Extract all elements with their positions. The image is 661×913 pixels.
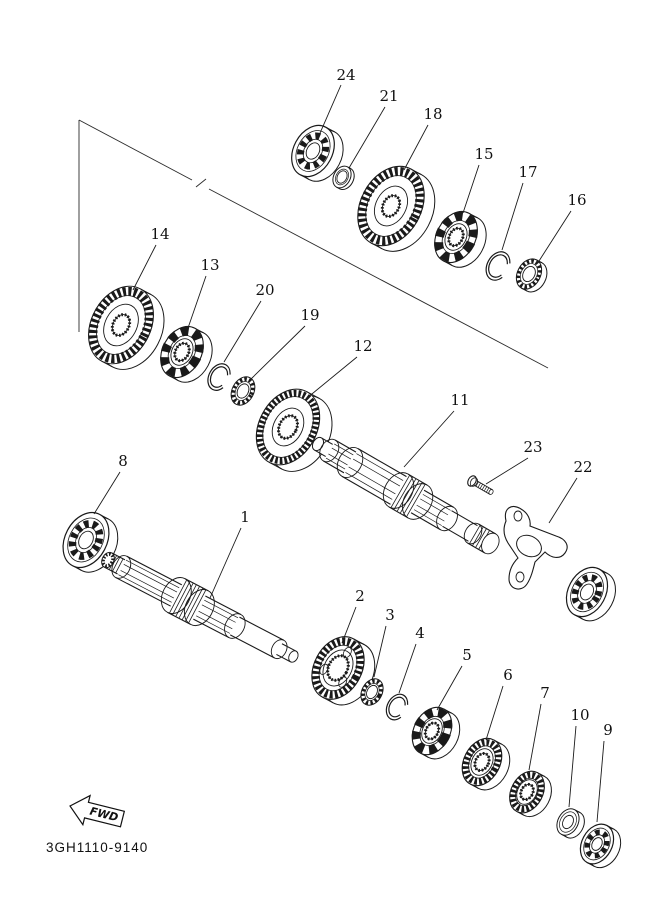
callout-leader-1 [209,527,242,599]
callout-leader-19 [250,325,306,380]
callout-leader-17 [501,182,524,251]
part-11-drive-axle [311,436,500,555]
callout-label-17: 17 [518,163,537,181]
callout-leader-20 [223,300,262,363]
frame-break-dash [195,178,207,188]
part-17-circlip [485,251,511,281]
callout-leader-21 [348,106,386,169]
part-24-bearing [291,124,344,182]
part-9-bearing [579,823,622,869]
part-23-bolt [467,475,494,495]
callout-label-21: 21 [379,87,398,105]
callout-label-8: 8 [118,452,128,470]
part-20-circlip [207,363,231,391]
part-13-dog-gear [160,325,213,383]
callout-label-22: 22 [573,458,592,476]
part-5-dog-gear [411,706,461,760]
callout-label-13: 13 [200,256,219,274]
part-14-gear [88,285,165,370]
callout-leader-16 [538,210,572,262]
callout-leader-6 [485,685,504,741]
callout-label-20: 20 [255,281,274,299]
callout-leader-13 [187,275,207,329]
callout-leader-9 [596,740,605,823]
end-bearing [565,566,616,622]
callout-label-7: 7 [540,684,550,702]
fwd-arrow-outline [69,794,126,828]
part-10-collar [556,808,585,839]
callout-label-6: 6 [503,666,513,684]
callout-leader-12 [306,356,358,399]
part-19-splined-washer [230,376,256,406]
part-22-retainer-plate [503,505,568,590]
part-21-washer [332,165,355,191]
callout-leader-5 [436,665,463,711]
callout-label-10: 10 [570,706,589,724]
callout-label-11: 11 [450,391,469,409]
part-3-splined-washer [360,678,384,706]
callout-leader-14 [132,244,157,291]
callout-leader-15 [462,164,480,214]
callout-label-18: 18 [423,105,442,123]
parts-layer [62,124,622,869]
callout-leader-2 [341,606,357,644]
callout-leader-23 [485,457,529,485]
part-1-main-axle [101,551,299,663]
callout-label-9: 9 [603,721,613,739]
frame-diagonal-a [78,119,193,181]
callout-label-14: 14 [150,225,169,243]
callout-label-12: 12 [353,337,372,355]
callout-leader-24 [316,84,342,141]
callout-label-4: 4 [415,624,425,642]
callout-leader-3 [373,625,387,678]
callout-label-3: 3 [385,606,395,624]
callout-leader-11 [403,410,455,468]
callout-leader-18 [403,124,429,171]
part-18-gear [357,165,436,252]
callout-label-2: 2 [355,587,365,605]
frame-diagonal-b [208,188,549,369]
part-4-circlip [385,693,409,721]
callout-label-15: 15 [474,145,493,163]
callout-leader-7 [528,703,542,771]
callout-label-24: 24 [336,66,355,84]
part-8-bearing [62,511,119,573]
part-code: 3GH1110-9140 [46,840,148,855]
callout-label-16: 16 [567,191,586,209]
part-16-splined-washer [515,258,548,293]
callout-leader-10 [568,725,577,808]
part-7-gear [509,770,552,818]
part-12-gear [255,388,333,472]
callout-leader-4 [398,643,417,694]
fwd-arrow: FWD [69,794,126,828]
callout-label-5: 5 [462,646,472,664]
callout-label-1: 1 [240,508,250,526]
callout-label-19: 19 [300,306,319,324]
frame-lines [78,119,549,369]
part-15-dog-gear [434,210,487,268]
callout-leader-8 [93,471,121,515]
callout-leader-22 [548,477,578,524]
callout-label-23: 23 [523,438,542,456]
part-6-gear [461,737,511,791]
